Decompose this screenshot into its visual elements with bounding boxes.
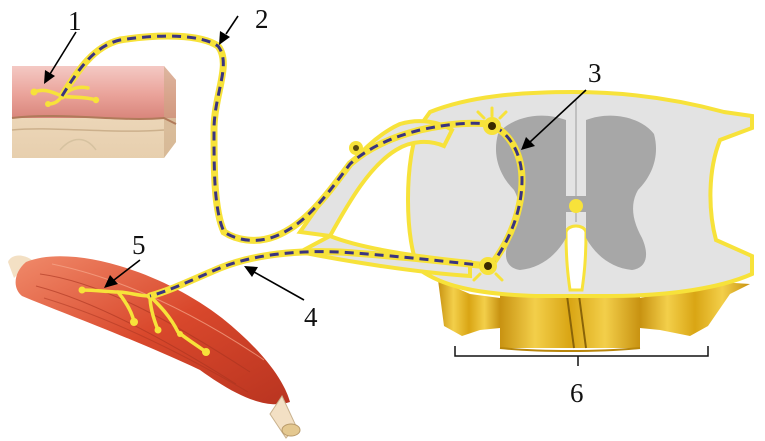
label-2: 2 bbox=[255, 4, 269, 34]
spinal-cord bbox=[300, 92, 752, 351]
label-1: 1 bbox=[68, 6, 82, 36]
label-3: 3 bbox=[588, 58, 602, 88]
bracket-6 bbox=[455, 346, 708, 366]
label-6: 6 bbox=[570, 378, 584, 408]
muscle bbox=[8, 256, 300, 438]
label-4: 4 bbox=[304, 302, 318, 332]
label-5: 5 bbox=[132, 230, 146, 260]
skin-section bbox=[12, 66, 176, 158]
